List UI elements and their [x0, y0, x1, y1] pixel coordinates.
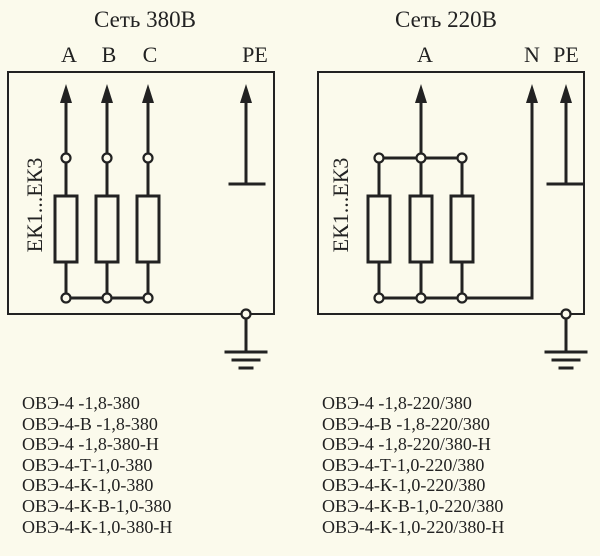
terminal-c [142, 152, 154, 164]
pe-label-220v: PE [553, 42, 579, 67]
title-380v: Сеть 380В [94, 7, 196, 32]
phase-label-a: A [61, 42, 77, 67]
model-list-220v: ОВЭ-4 -1,8-220/380 ОВЭ-4-В -1,8-220/380 … [322, 393, 504, 537]
phase-label-c: C [143, 42, 158, 67]
ground-terminal-220v [560, 308, 572, 320]
arrow-phase-a-220v [415, 84, 427, 103]
arrow-phase-a [60, 84, 72, 103]
model-list-380v: ОВЭ-4 -1,8-380 ОВЭ-4-В -1,8-380 ОВЭ-4 -1… [22, 393, 172, 537]
node-bus-1 [60, 292, 72, 304]
diagram-380v: Сеть 380В A B C PE ЕК1...ЕК3 [7, 7, 275, 370]
model-item: ОВЭ-4-К-В-1,0-220/380 [322, 495, 504, 516]
diagram-220v: Сеть 220В A N PE ЕК1...ЕК3 [317, 7, 588, 370]
node-top-2 [415, 152, 427, 164]
wire-neutral [377, 96, 534, 300]
model-item: ОВЭ-4-К-1,0-220/380 [322, 475, 486, 496]
phase-label-b: B [102, 42, 117, 67]
model-item: ОВЭ-4-К-1,0-220/380-Н [322, 516, 505, 537]
heater-ek1-220v [366, 194, 392, 264]
arrow-pe-380v [240, 84, 252, 103]
model-item: ОВЭ-4 -1,8-220/380 [322, 393, 472, 413]
terminal-a [60, 152, 72, 164]
arrow-phase-b [101, 84, 113, 103]
node-bus-3 [142, 292, 154, 304]
model-item: ОВЭ-4-К-1,0-380-Н [22, 516, 173, 537]
model-item: ОВЭ-4-В -1,8-380 [22, 413, 158, 434]
element-label-220v: ЕК1...ЕК3 [328, 158, 353, 253]
arrow-phase-c [142, 84, 154, 103]
node-bottom-2 [415, 292, 427, 304]
model-item: ОВЭ-4-К-1,0-380 [22, 475, 154, 496]
node-bus-2 [101, 292, 113, 304]
node-bottom-3 [456, 292, 468, 304]
model-item: ОВЭ-4 -1,8-220/380-Н [322, 434, 491, 455]
wiring-diagrams: Сеть 380В A B C PE ЕК1...ЕК3 [7, 7, 588, 370]
arrow-pe-220v [560, 84, 572, 103]
model-item: ОВЭ-4 -1,8-380 [22, 393, 140, 413]
heater-ek3-220v [449, 194, 475, 264]
wire-terminal-to-heater [64, 156, 150, 198]
heater-ek2-220v [408, 194, 434, 264]
model-item: ОВЭ-4-Т-1,0-380 [22, 454, 153, 475]
heater-ek3 [135, 194, 161, 264]
ground-symbol-220v [544, 350, 588, 370]
title-220v: Сеть 220В [395, 7, 497, 32]
node-bottom-1 [373, 292, 385, 304]
wire-heater-to-bottom-bus [377, 260, 464, 300]
pe-label-380v: PE [242, 42, 268, 67]
ground-symbol-380v [224, 350, 268, 370]
model-item: ОВЭ-4 -1,8-380-Н [22, 434, 159, 455]
model-item: ОВЭ-4-К-В-1,0-380 [22, 495, 172, 516]
node-top-1 [373, 152, 385, 164]
element-label-380v: ЕК1...ЕК3 [22, 158, 47, 253]
node-top-3 [456, 152, 468, 164]
wire-top-bus-to-heater [377, 156, 464, 198]
heater-ek1 [53, 194, 79, 264]
housing-380v [7, 71, 275, 315]
phase-label-a-220v: A [417, 42, 433, 67]
wire-heater-to-bus [64, 260, 150, 300]
arrow-neutral [526, 84, 538, 103]
terminal-b [101, 152, 113, 164]
n-label: N [524, 42, 540, 67]
ground-terminal-380v [240, 308, 252, 320]
heater-ek2 [94, 194, 120, 264]
model-item: ОВЭ-4-Т-1,0-220/380 [322, 454, 485, 475]
model-item: ОВЭ-4-В -1,8-220/380 [322, 413, 490, 434]
housing-220v [317, 71, 585, 315]
